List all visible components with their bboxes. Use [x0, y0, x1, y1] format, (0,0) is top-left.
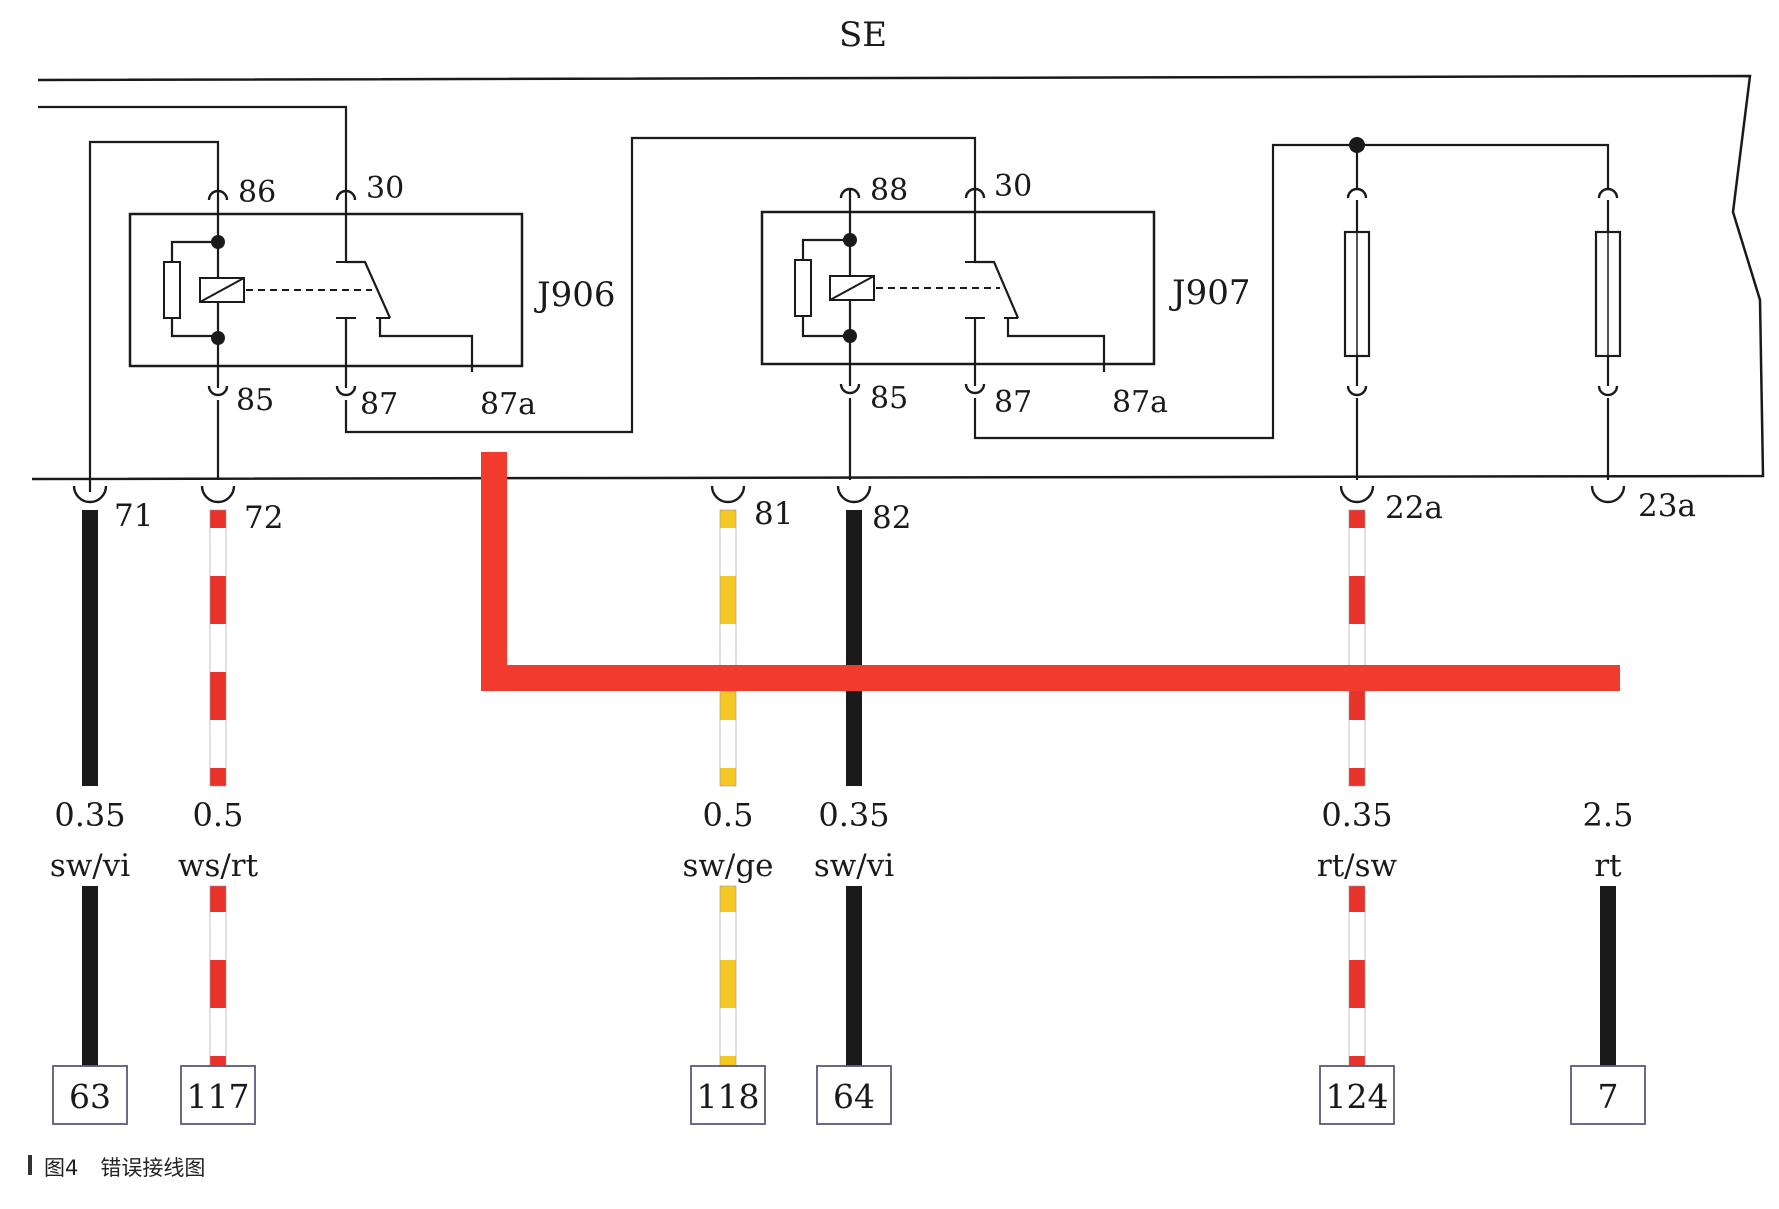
- connector-box: [816, 1065, 892, 1125]
- connector-box: [180, 1065, 256, 1125]
- terminal-label: 88: [870, 173, 908, 208]
- wire-color-code: rt: [1594, 848, 1622, 884]
- figure-number: 图4: [44, 1156, 79, 1180]
- terminal-label: 86: [238, 175, 276, 210]
- pin-number: 22a: [1385, 490, 1443, 526]
- relay-label: J907: [1169, 273, 1251, 313]
- wire-segment-lower: [719, 885, 737, 1067]
- connector-number: 63: [69, 1077, 111, 1116]
- pin-number: 72: [244, 500, 283, 536]
- wire-color-code: sw/vi: [50, 848, 130, 884]
- wire-segment-upper: [82, 510, 98, 786]
- fuse-23a: [1594, 230, 1622, 358]
- pin-number: 82: [872, 500, 911, 536]
- internal-wiring: [38, 105, 1610, 492]
- relay-terminal-labels: 86 30 85 87 87a 88 30 85 87 87a: [236, 169, 1168, 422]
- connector-number: 7: [1598, 1077, 1619, 1116]
- wire-segment-upper: [1348, 509, 1366, 787]
- relay-label: J906: [534, 275, 616, 315]
- pin-number: 23a: [1638, 488, 1696, 524]
- connector-number: 117: [187, 1077, 250, 1116]
- terminal-arcs: [72, 187, 1626, 504]
- connector-box: [52, 1065, 128, 1125]
- wire-segment-lower: [1600, 886, 1616, 1066]
- connector-box: [1319, 1065, 1395, 1125]
- figure-caption-text: 错误接线图: [100, 1156, 206, 1180]
- wire-segment-lower: [1348, 885, 1366, 1067]
- terminal-label: 30: [366, 171, 404, 206]
- wire-color-code: rt/sw: [1317, 848, 1398, 884]
- control-unit-outline: [31, 74, 1765, 481]
- terminal-label: 87: [360, 387, 398, 422]
- wire-gauge: 0.35: [54, 796, 125, 834]
- terminal-label: 30: [994, 169, 1032, 204]
- connector-box: [1570, 1065, 1646, 1125]
- pin-number: 81: [754, 496, 793, 532]
- terminal-label: 85: [870, 381, 908, 416]
- wire-gauge: 2.5: [1583, 796, 1634, 834]
- connector-number: 64: [833, 1077, 875, 1116]
- terminal-label: 85: [236, 383, 274, 418]
- wire-runs: [82, 509, 1616, 1067]
- connector-number: 124: [1326, 1077, 1389, 1116]
- wire-segment-upper: [846, 510, 862, 786]
- terminal-label: 87a: [1112, 385, 1168, 420]
- wire-gauge: 0.35: [1321, 796, 1392, 834]
- caption-marker: [28, 1155, 32, 1175]
- wire-segment-upper: [209, 509, 227, 787]
- wrong-connection-highlight: [481, 452, 1620, 691]
- wire-gauge: 0.5: [703, 796, 754, 834]
- wire-segment-lower: [846, 886, 862, 1066]
- pin-number: 71: [114, 498, 153, 534]
- wire-segment-lower: [209, 885, 227, 1067]
- wire-gauge: 0.35: [818, 796, 889, 834]
- figure-caption: 图4 错误接线图: [28, 1152, 205, 1182]
- wire-color-code: sw/ge: [682, 848, 773, 884]
- relay-J906: J906: [128, 212, 616, 368]
- wire-color-code: sw/vi: [814, 848, 894, 884]
- pin-labels: 71 0.35 sw/vi 63 72 0.5 ws/rt 117 81 0.5 sw/ge 118 8…: [50, 488, 1696, 1125]
- diagram-title: SE: [839, 15, 887, 55]
- fuse-22a: [1343, 230, 1371, 358]
- terminal-label: 87a: [480, 387, 536, 422]
- wire-color-code: ws/rt: [178, 848, 259, 884]
- wire-gauge: 0.5: [193, 796, 244, 834]
- junction-dot: [1349, 137, 1365, 153]
- relay-J907: J907: [760, 210, 1251, 366]
- connector-number: 118: [697, 1077, 760, 1116]
- terminal-label: 87: [994, 385, 1032, 420]
- wire-segment-lower: [82, 886, 98, 1066]
- connector-box: [690, 1065, 766, 1125]
- wire-segment-upper: [719, 509, 737, 787]
